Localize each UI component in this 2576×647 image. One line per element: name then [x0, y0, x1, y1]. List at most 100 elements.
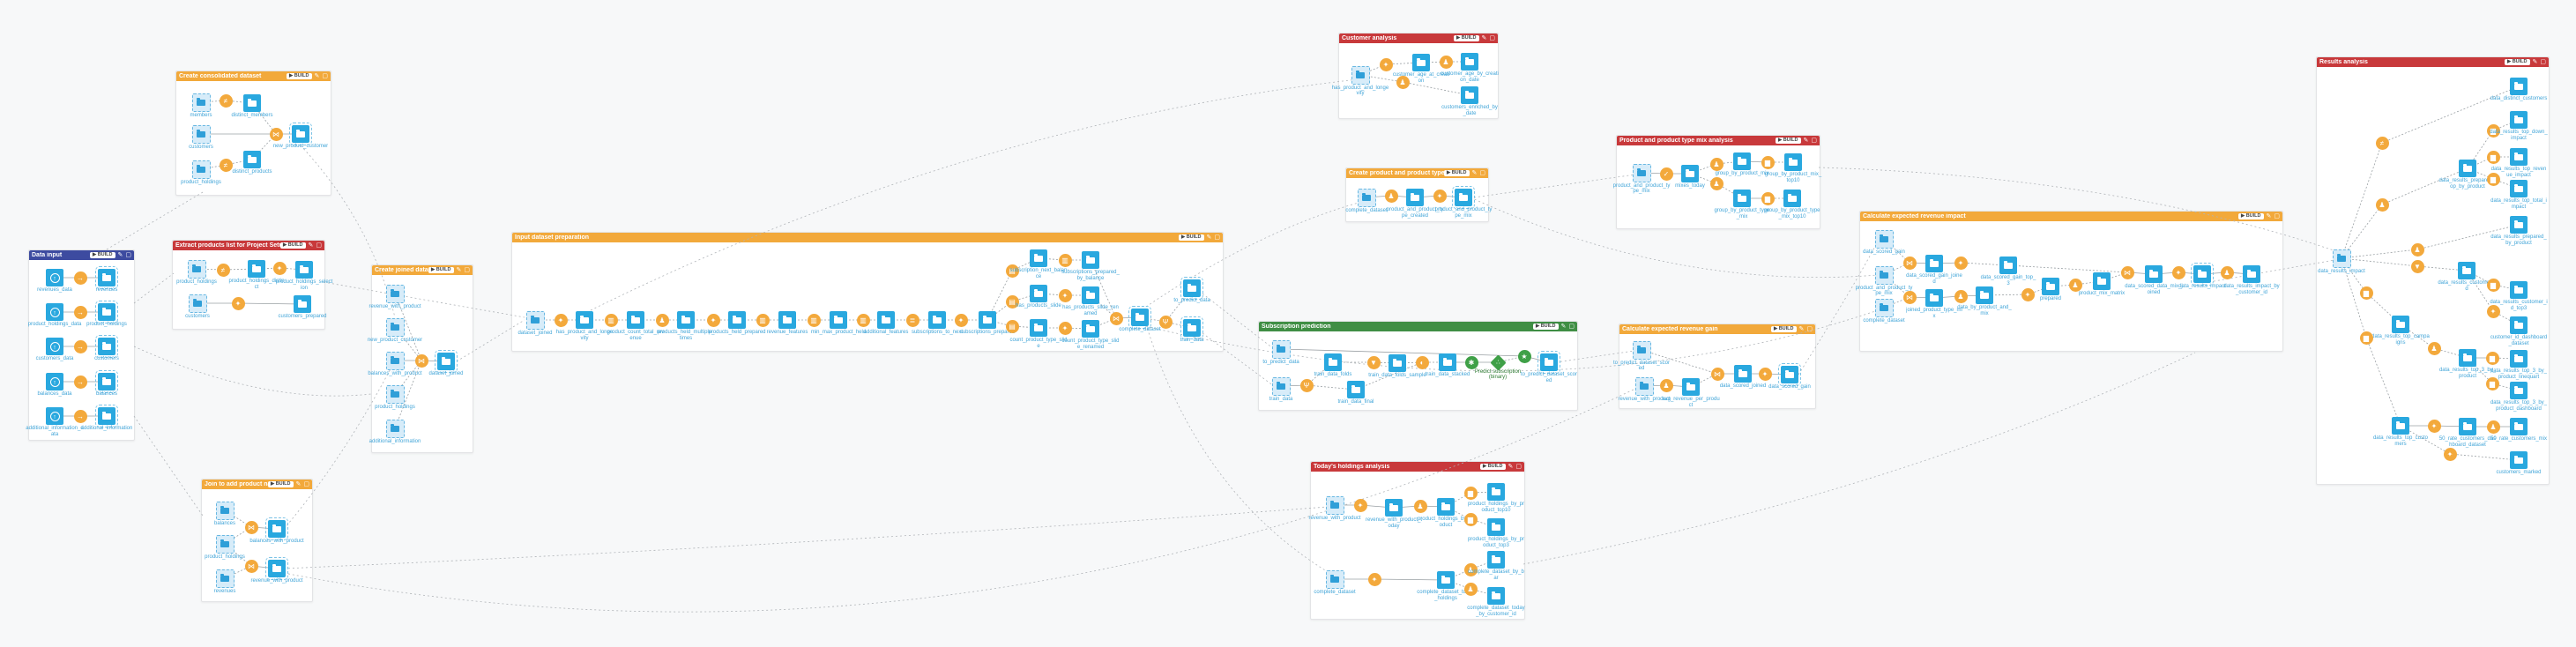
edit-zone-icon[interactable]: ✎ [1481, 35, 1487, 41]
shared-dataset-node[interactable]: to_predict_data [1173, 277, 1210, 303]
dataset-node[interactable]: count_product_type_slide_renamed [1061, 320, 1120, 350]
dataset-node[interactable]: complete_dataset_today_by_customer_id [1467, 587, 1525, 617]
input-dataset-node[interactable]: new_product_customer [368, 317, 422, 343]
dataset-node[interactable]: data_by_product_and_mix [1957, 286, 2012, 316]
train-recipe[interactable]: ✱ [1464, 355, 1478, 369]
expand-zone-icon[interactable]: ▢ [1568, 324, 1575, 330]
zone-header[interactable]: Customer analysis▶ BUILD✎▢ [1339, 33, 1498, 43]
input-dataset-node[interactable]: product_and_product_type_mix [1613, 163, 1670, 194]
chart-recipe[interactable]: ▆ [2485, 351, 2499, 365]
edit-zone-icon[interactable]: ✎ [1206, 234, 1212, 241]
chart-recipe[interactable]: ▆ [2359, 286, 2373, 300]
shared-dataset-node[interactable]: customers [94, 335, 119, 361]
zone-header[interactable]: Create joined dataset▶ BUILD✎▢ [372, 265, 473, 275]
dataset-node[interactable]: 50_rate_customers_mix [2490, 418, 2547, 442]
edit-zone-icon[interactable]: ✎ [2266, 213, 2272, 219]
distinct-recipe[interactable]: ≠ [216, 263, 230, 277]
group-recipe[interactable]: ♟ [2410, 242, 2424, 257]
shared-dataset-node[interactable]: train_data [1180, 316, 1203, 343]
shared-dataset-node[interactable]: data_scored_gain [1768, 363, 1811, 390]
prepare-recipe[interactable]: ✦ [2427, 419, 2441, 433]
build-button[interactable]: ▶ BUILD [428, 267, 454, 273]
shared-dataset-node[interactable]: to_predict_dataset_scored [1521, 351, 1577, 383]
input-dataset-node[interactable]: to_predict_data [1262, 339, 1299, 365]
join-recipe[interactable]: ⋈ [1902, 290, 1917, 304]
shared-dataset-node[interactable]: additional_information [81, 405, 132, 431]
build-button[interactable]: ▶ BUILD [1775, 138, 1801, 144]
dataset-node[interactable]: revenue_with_product_today [1366, 499, 1422, 529]
input-dataset-node[interactable]: product_holdings [205, 534, 245, 560]
dataset-node[interactable]: product_holdings_selection [276, 261, 332, 291]
shared-dataset-node[interactable]: complete_dataset [1119, 306, 1161, 332]
split-recipe[interactable]: Ψ [1158, 315, 1173, 329]
dataset-node[interactable]: product_and_product_type_created [1387, 189, 1443, 219]
dataset-node[interactable]: data_scored_data_mix_joined [2125, 265, 2183, 295]
input-dataset-node[interactable]: dataset_joined [517, 310, 553, 336]
dataset-node[interactable]: additional_features [864, 311, 908, 335]
zone-header[interactable]: Calculate expected revenue gain▶ BUILD✎▢ [1619, 324, 1815, 334]
join-recipe[interactable]: ⋈ [269, 127, 283, 141]
expand-zone-icon[interactable]: ▢ [125, 252, 131, 258]
prepare-recipe[interactable]: ✦ [2443, 447, 2457, 461]
input-dataset-node[interactable]: revenues [214, 569, 235, 594]
dataset-node[interactable]: data_results_top_total_impact [2490, 180, 2547, 210]
prepare-recipe[interactable]: ✦ [1379, 57, 1393, 71]
expand-zone-icon[interactable]: ▢ [1811, 138, 1817, 144]
upload-node[interactable]: ↑product_holdings_data [28, 303, 81, 327]
dataset-node[interactable]: has_products_slide [1016, 285, 1061, 309]
expand-zone-icon[interactable]: ▢ [1806, 326, 1813, 332]
dataset-node[interactable]: product_holdings_distinct [228, 260, 285, 290]
dataset-node[interactable]: products_held_multiple_times [657, 311, 715, 341]
dataset-node[interactable]: customers_prepared [278, 295, 327, 319]
group-recipe[interactable]: ♟ [655, 313, 669, 327]
chart-recipe[interactable]: ▆ [2486, 172, 2500, 186]
dataset-node[interactable]: data_scored_gain_joined [1906, 255, 1962, 285]
build-button[interactable]: ▶ BUILD [1453, 35, 1479, 41]
shared-dataset-node[interactable]: dataset_joined [428, 350, 464, 376]
dataset-node[interactable]: data_scored_gain_top_3 [1981, 257, 2036, 286]
dataset-node[interactable]: group_by_product_type_mix [1714, 190, 1770, 219]
dataset-node[interactable]: subscription_next_balance [1010, 249, 1067, 279]
dataset-node[interactable]: customer_id_dashboard_dataset [2490, 316, 2547, 346]
edit-zone-icon[interactable]: ✎ [1803, 138, 1809, 144]
group-recipe[interactable]: ♟ [1709, 176, 1724, 190]
zone-header[interactable]: Calculate expected revenue impact▶ BUILD… [1860, 212, 2282, 221]
expand-zone-icon[interactable]: ▢ [1214, 234, 1220, 241]
prepare-recipe[interactable]: ✦ [1367, 572, 1381, 586]
dataset-node[interactable]: customers_marked [2496, 451, 2542, 475]
dataset-node[interactable]: group_by_product_type_mix_top10 [1764, 190, 1820, 219]
expand-zone-icon[interactable]: ▢ [1515, 464, 1522, 470]
ml-model-node[interactable]: ∴Predict subscription (binary) [1475, 353, 1521, 380]
build-button[interactable]: ▶ BUILD [286, 73, 312, 79]
edit-zone-icon[interactable]: ✎ [2532, 59, 2538, 65]
input-dataset-node[interactable]: product_holdings [375, 384, 415, 410]
chart-recipe[interactable]: ▆ [1463, 486, 1478, 500]
chart-recipe[interactable]: ▆ [2486, 150, 2500, 164]
pivot-recipe[interactable]: ▥ [856, 313, 870, 327]
dataset-node[interactable]: data_results_top_campaigns [2371, 316, 2430, 346]
edit-zone-icon[interactable]: ✎ [295, 481, 302, 487]
join-recipe[interactable]: ⋈ [1109, 311, 1123, 325]
expand-zone-icon[interactable]: ▢ [322, 73, 328, 79]
input-dataset-node[interactable]: data_results_impact [2318, 249, 2365, 274]
dataset-node[interactable]: data_results_top_3_by_product_linequart [2490, 350, 2547, 380]
shared-dataset-node[interactable]: product_and_product_type_mix [1435, 186, 1492, 219]
prepare-recipe[interactable]: ✦ [2171, 265, 2185, 279]
chart-recipe[interactable]: ▆ [2359, 331, 2373, 345]
build-button[interactable]: ▶ BUILD [1178, 234, 1204, 241]
group-recipe[interactable]: ♟ [1413, 499, 1427, 513]
dataset-node[interactable]: customers_enriched_by_date [1441, 86, 1498, 116]
dataset-node[interactable]: customer_age_at_creation [1393, 54, 1449, 84]
zone-header[interactable]: Today's holdings analysis▶ BUILD✎▢ [1311, 462, 1524, 472]
dataset-node[interactable]: data_results_customer_id [2438, 262, 2496, 292]
shared-dataset-node[interactable]: product_holdings [86, 301, 127, 327]
dataset-node[interactable]: subscriptions_prepared_by_balance [1061, 251, 1120, 281]
build-button[interactable]: ▶ BUILD [1770, 326, 1797, 332]
shared-dataset-node[interactable]: data_results_impact [2178, 263, 2226, 289]
edit-zone-icon[interactable]: ✎ [1508, 464, 1514, 470]
dataset-node[interactable]: products_held_prepared [708, 311, 766, 335]
edit-zone-icon[interactable]: ✎ [1798, 326, 1805, 332]
dataset-node[interactable]: data_results_customer_id_top3 [2490, 281, 2548, 311]
sample-recipe[interactable]: ◐ [1415, 355, 1429, 369]
